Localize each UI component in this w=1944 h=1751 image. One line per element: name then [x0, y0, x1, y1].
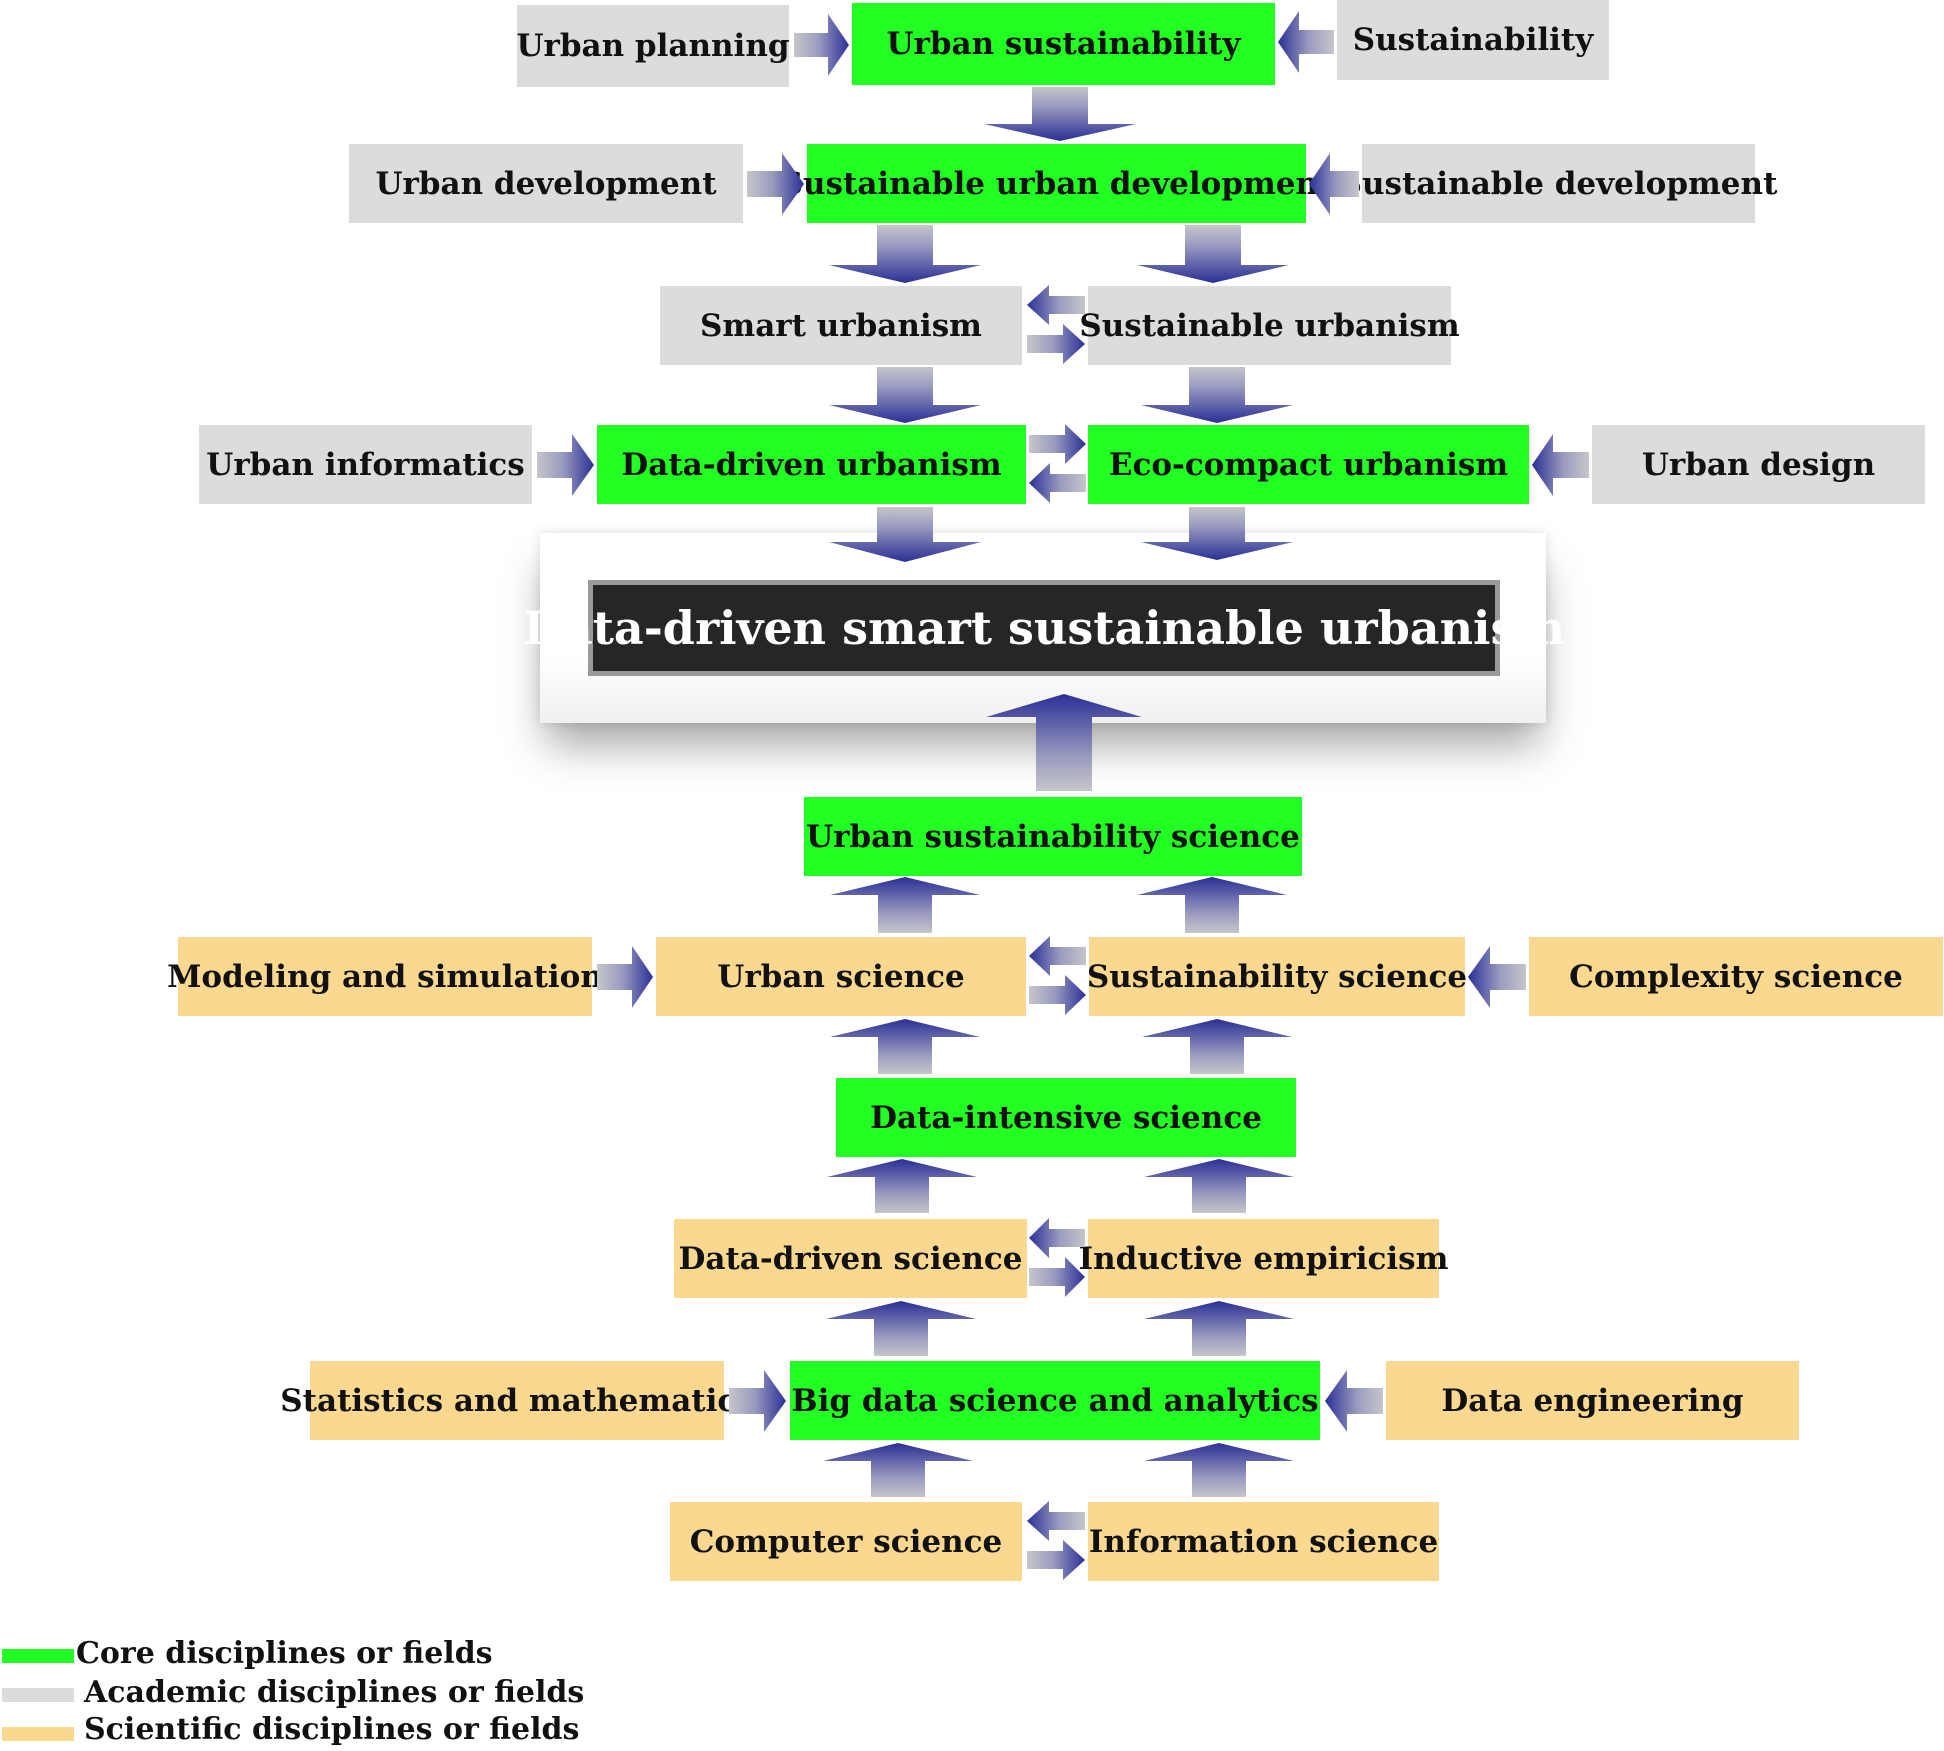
arrow-big-data-to-data-driven-science [826, 1301, 976, 1356]
arrow-modeling-right [597, 946, 653, 1008]
arrow-pair-urbanism-left [1029, 463, 1086, 503]
arrow-urban-design-left [1532, 434, 1589, 496]
node-complexity-science: Complexity science [1529, 937, 1943, 1016]
arrow-sud-to-smart-urbanism [829, 225, 981, 283]
node-data-driven-science: Data-driven science [674, 1219, 1027, 1298]
node-sustainability-science: Sustainability science [1087, 937, 1467, 1016]
legend-swatch-core [2, 1649, 74, 1663]
node-sustainable-urbanism: Sustainable urbanism [1079, 286, 1460, 365]
legend-label-academic: Academic disciplines or fields [84, 1675, 585, 1710]
node-urban-informatics: Urban informatics [199, 425, 532, 504]
arrow-urban-informatics-right [537, 434, 594, 496]
node-computer-science: Computer science [670, 1502, 1022, 1581]
node-big-data-science-and-analytics: Big data science and analytics [790, 1361, 1320, 1440]
arrow-sud-to-sustainable-urbanism [1137, 225, 1289, 283]
node-smart-urbanism: Smart urbanism [660, 286, 1022, 365]
node-data-driven-urbanism: Data-driven urbanism [597, 425, 1026, 504]
arrow-sustainability-left [1278, 11, 1334, 73]
central-title: Data-driven smart sustainable urbanism [523, 580, 1565, 676]
arrow-data-intensive-to-sustainability-science [1142, 1019, 1292, 1074]
arrow-inductive-empiricism-up [1144, 1159, 1294, 1213]
legend-label-core: Core disciplines or fields [76, 1636, 493, 1671]
arrow-pair-smart-left [1027, 285, 1085, 325]
node-urban-sustainability-science: Urban sustainability science [804, 797, 1302, 876]
arrow-smart-to-data-driven-urbanism [829, 367, 981, 423]
node-urban-planning: Urban planning [516, 5, 790, 87]
node-inductive-empiricism: Inductive empiricism [1079, 1219, 1448, 1298]
node-sustainability: Sustainability [1337, 0, 1609, 80]
arrow-urban-development-right [747, 153, 804, 215]
legend-label-scientific: Scientific disciplines or fields [84, 1712, 580, 1747]
arrow-pair-empiricism-right [1029, 1257, 1085, 1297]
node-urban-sustainability: Urban sustainability [852, 3, 1275, 85]
node-urban-development: Urban development [349, 144, 743, 223]
arrow-pair-information-right [1027, 1540, 1085, 1580]
arrow-complexity-left [1468, 946, 1526, 1008]
arrow-pair-urbanism-right [1029, 424, 1086, 464]
arrow-sustainable-development-left [1309, 153, 1359, 215]
legend-swatch-academic [2, 1688, 74, 1702]
node-data-intensive-science: Data-intensive science [836, 1078, 1296, 1157]
arrow-data-driven-urbanism-to-central [829, 507, 981, 562]
node-eco-compact-urbanism: Eco-compact urbanism [1088, 425, 1529, 504]
arrow-urban-sustainability-science-to-central [986, 694, 1142, 791]
arrow-urban-sustainability-to-sud [984, 87, 1136, 141]
arrow-data-intensive-to-urban-science [830, 1019, 980, 1074]
arrow-pair-smart-right [1027, 324, 1085, 364]
legend-swatch-scientific [2, 1727, 74, 1741]
node-statistics-and-mathematics: Statistics and mathematics [280, 1361, 754, 1440]
node-information-science: Information science [1088, 1502, 1439, 1581]
arrow-eco-compact-to-central [1141, 507, 1293, 560]
arrow-information-science-up [1144, 1443, 1294, 1497]
arrow-sustainable-to-eco-compact [1141, 367, 1293, 423]
arrow-pair-empiricism-left [1029, 1218, 1085, 1258]
node-urban-design: Urban design [1592, 425, 1925, 504]
node-data-engineering: Data engineering [1386, 1361, 1799, 1440]
node-urban-science: Urban science [656, 937, 1026, 1016]
arrow-data-driven-science-up [827, 1159, 977, 1213]
arrow-pair-information-left [1027, 1501, 1085, 1541]
arrow-data-engineering-left [1325, 1370, 1383, 1432]
node-sustainable-development: Sustainable development [1340, 144, 1777, 223]
arrow-big-data-to-inductive-empiricism [1144, 1301, 1294, 1356]
arrow-computer-science-up [823, 1443, 973, 1497]
node-sustainable-urban-development: Sustainable urban development [781, 144, 1332, 223]
arrow-urban-planning-right [794, 14, 849, 76]
arrow-statistics-right [729, 1370, 786, 1432]
arrow-urban-science-up [830, 877, 980, 933]
arrow-sustainability-science-up [1137, 877, 1287, 933]
arrow-pair-science-left [1029, 936, 1086, 976]
arrow-pair-science-right [1029, 975, 1086, 1015]
node-modeling-and-simulation: Modeling and simulation [167, 937, 603, 1016]
